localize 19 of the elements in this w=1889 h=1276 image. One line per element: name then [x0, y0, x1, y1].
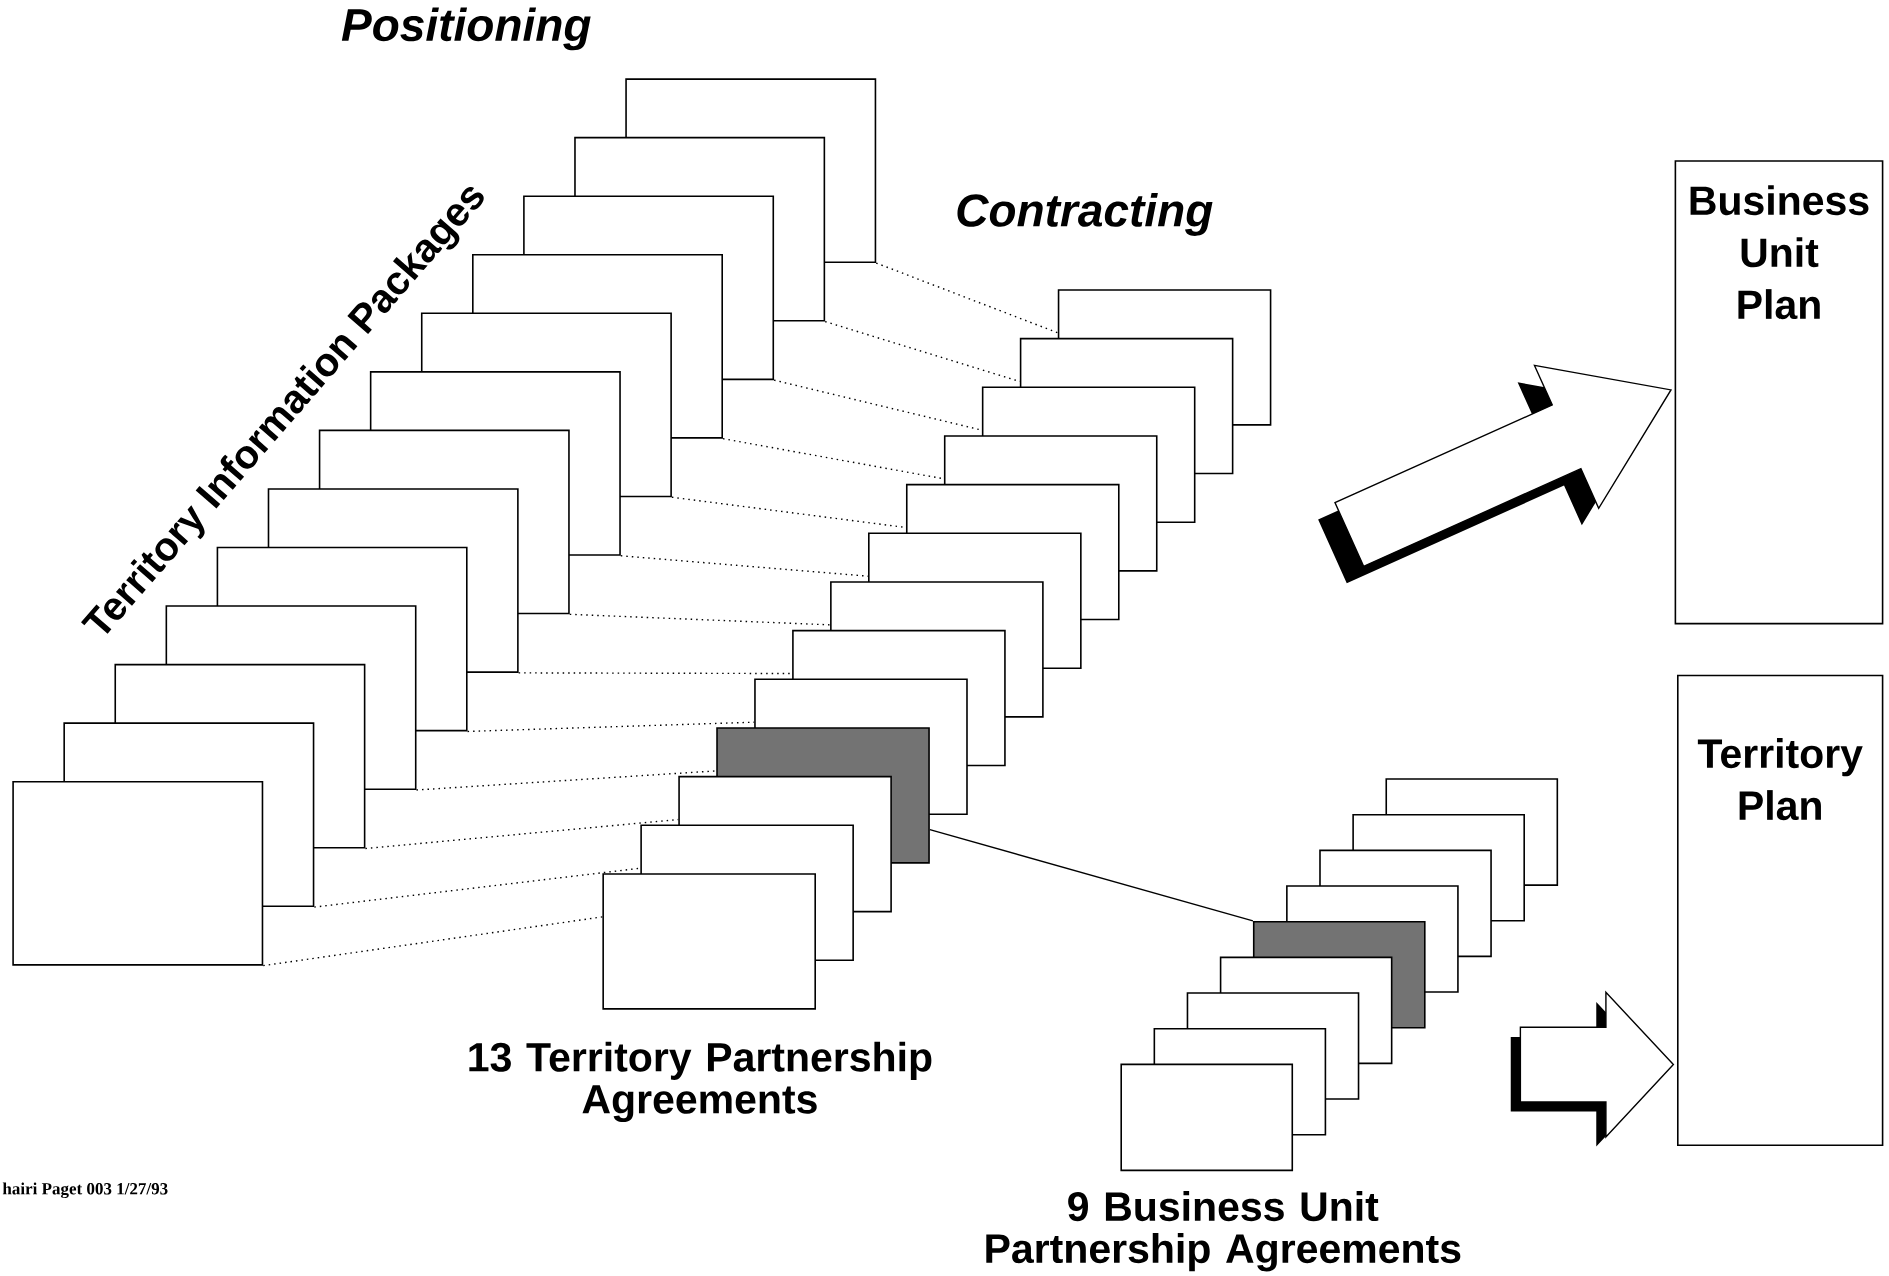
dotted-line [262, 916, 604, 967]
block-arrow [1318, 364, 1673, 584]
dotted-line [620, 555, 869, 577]
dotted-line [466, 721, 755, 733]
dotted-line [415, 770, 717, 791]
dotted-line [517, 672, 793, 675]
document-box [12, 780, 264, 966]
stack-caption: 13 Territory Partnership Agreements [469, 1041, 932, 1123]
footer-note: hairi Paget 003 1/27/93 [2, 1182, 168, 1199]
dotted-line [569, 613, 831, 626]
document-box [1120, 1063, 1294, 1172]
document-box [602, 873, 816, 1010]
plan-box: Territory Plan [1677, 674, 1884, 1147]
stage-heading: Contracting [957, 193, 1213, 236]
plan-box: Business Unit Plan [1674, 160, 1884, 625]
stack-caption: 9 Business Unit Partnership Agreements [986, 1191, 1461, 1272]
block-arrow [1510, 990, 1675, 1147]
stage-heading: Positioning [341, 7, 591, 51]
connector-line [929, 828, 1254, 922]
